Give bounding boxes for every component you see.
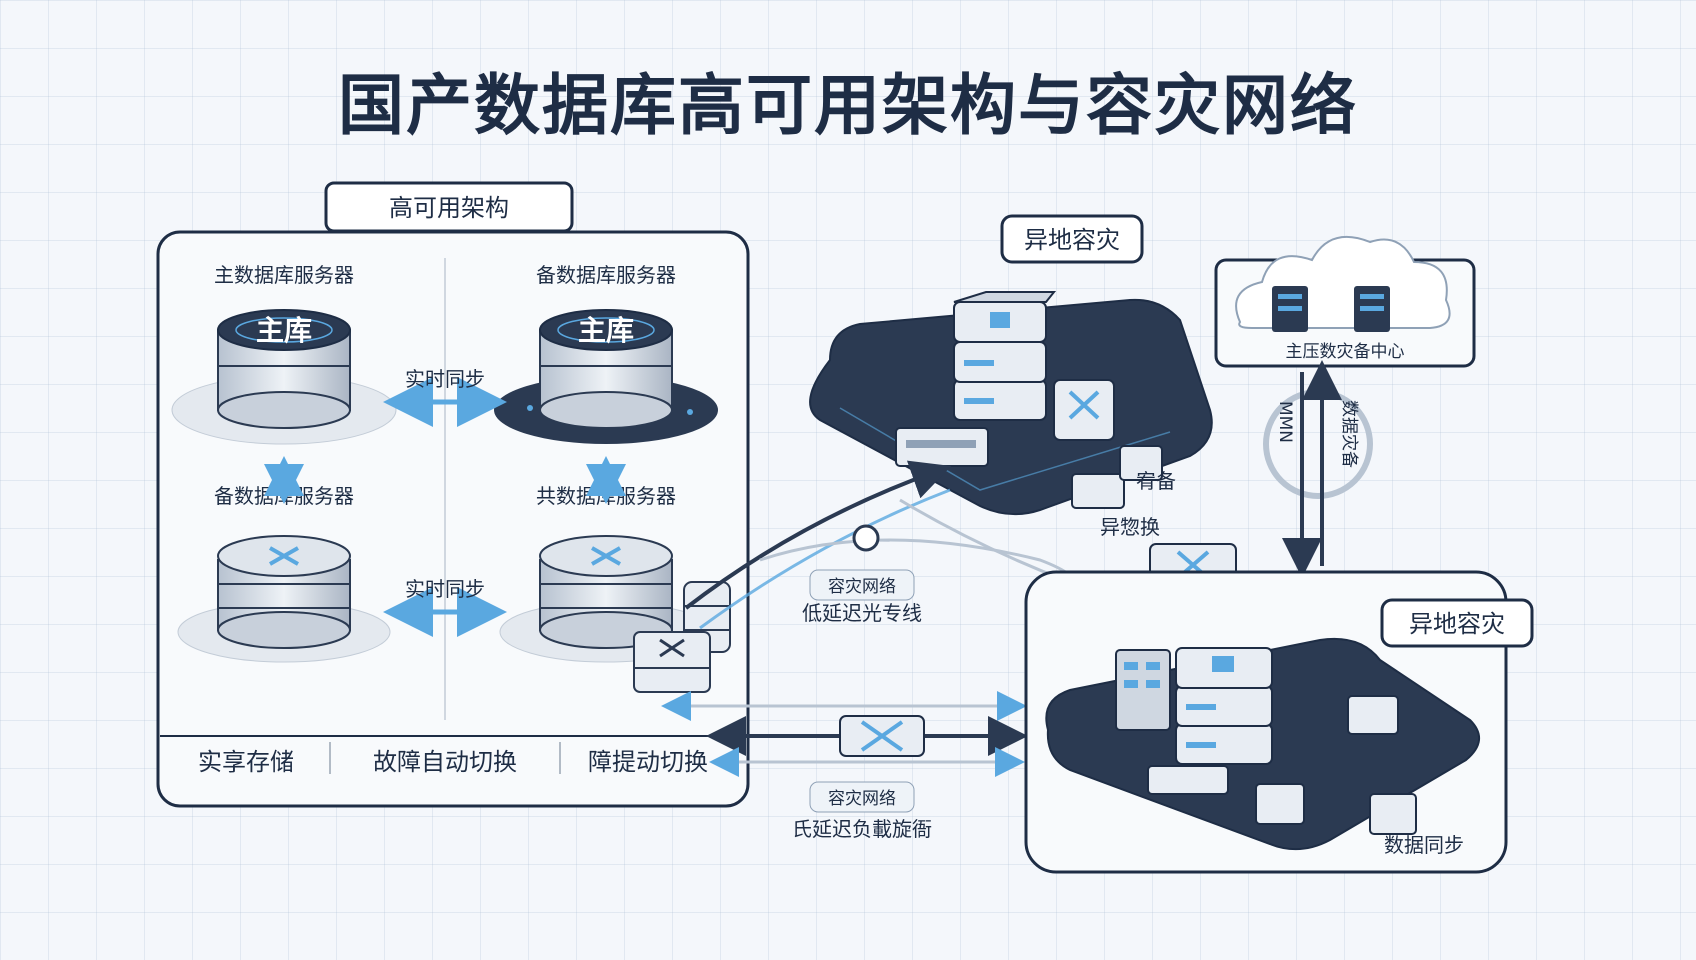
standby-db-badge: 主库: [578, 314, 634, 347]
standby-database-icon: 主库: [494, 309, 718, 444]
router-small-icon: [1347, 695, 1399, 735]
standby-database-bottom-icon: [177, 535, 391, 663]
dr-top-title: 异地容灾: [1024, 226, 1120, 254]
dr-site-top: 异地容灾 宥备 异惣换: [809, 214, 1237, 589]
primary-db-badge: 主库: [256, 314, 312, 347]
primary-server-label: 主数据库服务器: [214, 263, 354, 287]
edge-device-icon-2: [1119, 445, 1163, 481]
lower-link-title: 容灾网络: [828, 789, 896, 809]
dr-top-switch-label: 异惣换: [1100, 515, 1160, 539]
storage-small-icon: [1369, 793, 1417, 835]
switch-box-icon: [633, 631, 711, 693]
cloud-icon: [1235, 235, 1451, 329]
dr-bottom-sync-label: 数据同步: [1384, 833, 1464, 857]
router-box-icon: [1053, 379, 1115, 441]
server-stack-icon: [953, 291, 1057, 421]
sync-bottom-label: 实时同步: [405, 577, 485, 601]
server-tower-icon: [1115, 649, 1171, 731]
sync-top-label: 实时同步: [405, 367, 485, 391]
ha-panel: 高可用架构 主数据库服务器 备数据库服务器 备数据库服务器 共数据库服务器 主库…: [156, 181, 750, 808]
cloud-backup-center: 主压数灾备中心 MMN 数据灾备: [1214, 235, 1476, 578]
footer-auto-failover: 故障自动切换: [373, 748, 517, 776]
link-node-icon: [852, 524, 880, 552]
dr-top-standby-label: 宥备: [1136, 469, 1176, 493]
cloud-vertical-left: MMN: [1275, 401, 1295, 443]
lower-link-sub: 氏延迟负載旋衙: [792, 817, 932, 841]
ha-panel-title: 高可用架构: [389, 194, 509, 222]
dr-links: 容灾网络 低延迟光专线 容灾网络 氏延迟负載旋衙: [661, 460, 1121, 841]
dr-site-bottom: 异地容灾 数据同步: [1024, 570, 1534, 874]
edge-box-icon: [1255, 783, 1305, 825]
switch-bar-icon: [1147, 765, 1229, 795]
upper-link-sub: 低延迟光专线: [802, 601, 922, 625]
standby-server-top-label: 备数据库服务器: [536, 263, 676, 287]
server-stack-icon-bottom: [1175, 647, 1273, 765]
cloud-label: 主压数灾备中心: [1286, 342, 1405, 362]
edge-device-icon: [1071, 473, 1125, 509]
router-hub-icon: [839, 715, 925, 757]
footer-shared-storage: 实享存储: [198, 748, 294, 776]
cloud-vertical-right: 数据灾备: [1339, 400, 1359, 468]
upper-link-title: 容灾网络: [828, 577, 896, 597]
footer-manual-failover: 障提动切换: [588, 748, 708, 776]
dr-bottom-title: 异地容灾: [1409, 610, 1505, 638]
network-switch-icon: [895, 427, 989, 467]
page-title: 国产数据库高可用架构与容灾网络: [338, 67, 1358, 144]
primary-database-icon: 主库: [171, 309, 397, 445]
